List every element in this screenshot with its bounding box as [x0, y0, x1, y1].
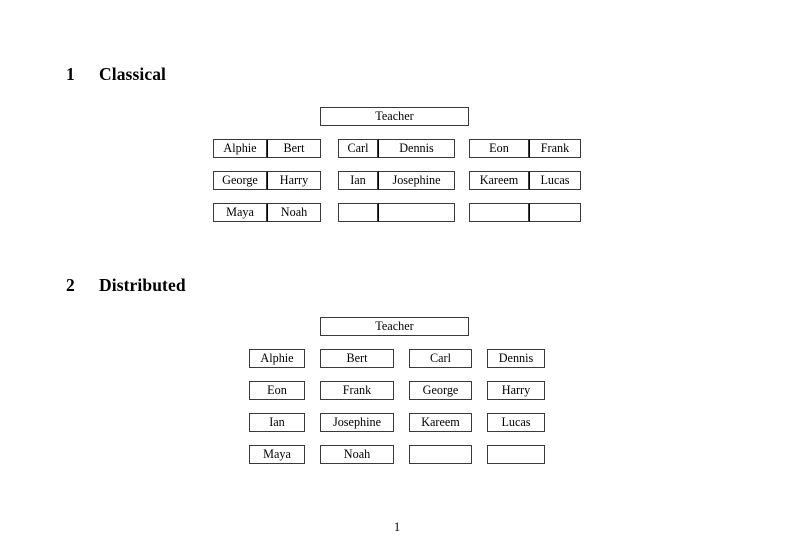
- cell-name: Eon: [469, 139, 529, 158]
- cell-name: Josephine: [320, 413, 394, 432]
- section-number: 2: [66, 275, 75, 295]
- cell-name: Noah: [320, 445, 394, 464]
- group-right-row-1: Eon Frank: [469, 139, 581, 158]
- cell-name-empty: [409, 445, 472, 464]
- section-title: Distributed: [99, 275, 186, 295]
- group-middle-row-1: Carl Dennis: [338, 139, 455, 158]
- cell-name: Alphie: [249, 349, 305, 368]
- cell-name: George: [213, 171, 267, 190]
- group-middle-row-3: [338, 203, 455, 222]
- cell-name: Dennis: [378, 139, 455, 158]
- cell-name: Carl: [409, 349, 472, 368]
- group-left-row-1: Alphie Bert: [213, 139, 321, 158]
- cell-name: Bert: [267, 139, 321, 158]
- cell-name: Frank: [529, 139, 581, 158]
- cell-name: Maya: [249, 445, 305, 464]
- group-left-row-3: Maya Noah: [213, 203, 321, 222]
- cell-name: Eon: [249, 381, 305, 400]
- cell-name-empty: [487, 445, 545, 464]
- group-right-row-2: Kareem Lucas: [469, 171, 581, 190]
- group-middle-row-2: Ian Josephine: [338, 171, 455, 190]
- cell-name: Alphie: [213, 139, 267, 158]
- teacher-box-classical: Teacher: [320, 107, 469, 126]
- cell-name: Noah: [267, 203, 321, 222]
- cell-name: George: [409, 381, 472, 400]
- cell-name: Carl: [338, 139, 378, 158]
- cell-name: Frank: [320, 381, 394, 400]
- cell-name: Harry: [487, 381, 545, 400]
- cell-name: Josephine: [378, 171, 455, 190]
- section-heading-classical: 1 Classical: [66, 64, 166, 85]
- section-number: 1: [66, 64, 75, 84]
- cell-name: Ian: [249, 413, 305, 432]
- cell-name: Kareem: [409, 413, 472, 432]
- cell-name: Ian: [338, 171, 378, 190]
- teacher-box-distributed: Teacher: [320, 317, 469, 336]
- group-left-row-2: George Harry: [213, 171, 321, 190]
- cell-name-empty: [378, 203, 455, 222]
- cell-name: Bert: [320, 349, 394, 368]
- cell-name-empty: [529, 203, 581, 222]
- cell-name: Maya: [213, 203, 267, 222]
- cell-name-empty: [469, 203, 529, 222]
- cell-name: Harry: [267, 171, 321, 190]
- section-title: Classical: [99, 64, 167, 84]
- cell-name-empty: [338, 203, 378, 222]
- cell-name: Dennis: [487, 349, 545, 368]
- cell-name: Kareem: [469, 171, 529, 190]
- cell-name: Lucas: [487, 413, 545, 432]
- cell-name: Lucas: [529, 171, 581, 190]
- group-right-row-3: [469, 203, 581, 222]
- page-number: 1: [393, 520, 401, 534]
- section-heading-distributed: 2 Distributed: [66, 275, 186, 296]
